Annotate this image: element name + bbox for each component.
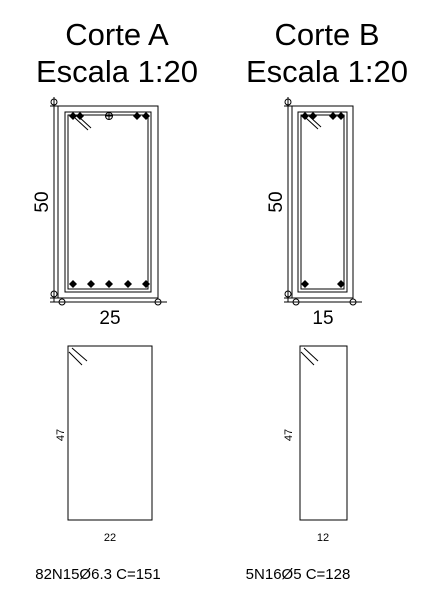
section-a-stirrup-width: 22 [104, 532, 116, 544]
section-a-cross-section: 50 25 [32, 97, 167, 329]
rebar [69, 280, 77, 288]
rebar [329, 112, 337, 120]
section-a-dimensions [50, 97, 167, 306]
section-a-stirrup-spec: 82N15Ø6.3 C=151 [35, 566, 161, 583]
section-b-height-label: 50 [266, 191, 287, 212]
rebar [142, 112, 150, 120]
rebar [76, 112, 84, 120]
rebar [142, 280, 150, 288]
rebar [133, 112, 141, 120]
rebar [301, 280, 309, 288]
section-a-stirrup-hook [74, 117, 89, 131]
section-b-scale: Escala 1:20 [246, 54, 408, 89]
section-b-stirrup-width: 12 [317, 532, 329, 544]
section-b-outline [291, 105, 354, 299]
section-b-stirrup-detail: 47 12 [283, 345, 348, 544]
section-b-stirrup-spec: 5N16Ø5 C=128 [246, 566, 351, 583]
rebar [337, 112, 345, 120]
rebar [69, 112, 77, 120]
section-a-title: Corte A [65, 17, 169, 52]
section-a-width-label: 25 [99, 308, 120, 329]
section-b-width-label: 15 [312, 308, 333, 329]
rebar [301, 112, 309, 120]
section-a-scale: Escala 1:20 [36, 54, 198, 89]
section-b-stirrup-hook [305, 117, 319, 130]
rebar [337, 280, 345, 288]
section-a: Corte A Escala 1:20 [32, 17, 198, 583]
section-b-stirrup-height: 47 [283, 429, 295, 441]
section-a-stirrup-height: 47 [55, 429, 67, 441]
section-b-top-bars [301, 112, 345, 120]
rebar [105, 280, 113, 288]
rebar [124, 280, 132, 288]
section-b-stirrup-shape [299, 345, 348, 521]
rebar [87, 280, 95, 288]
section-b-stirrup [297, 111, 348, 293]
rebar [309, 112, 317, 120]
section-a-outline [57, 105, 159, 299]
section-b: Corte B Escala 1:20 [246, 17, 408, 583]
section-a-stirrup-shape [67, 345, 153, 521]
section-b-dimensions [284, 97, 362, 306]
section-a-height-label: 50 [32, 191, 53, 212]
section-a-bottom-bars [69, 280, 150, 288]
section-b-bottom-bars [301, 280, 345, 288]
section-b-cross-section: 50 15 [266, 97, 362, 329]
section-a-top-bars [69, 112, 150, 120]
section-a-stirrup-detail: 47 22 [55, 345, 153, 544]
section-b-title: Corte B [274, 17, 379, 52]
section-a-stirrup [64, 111, 152, 293]
